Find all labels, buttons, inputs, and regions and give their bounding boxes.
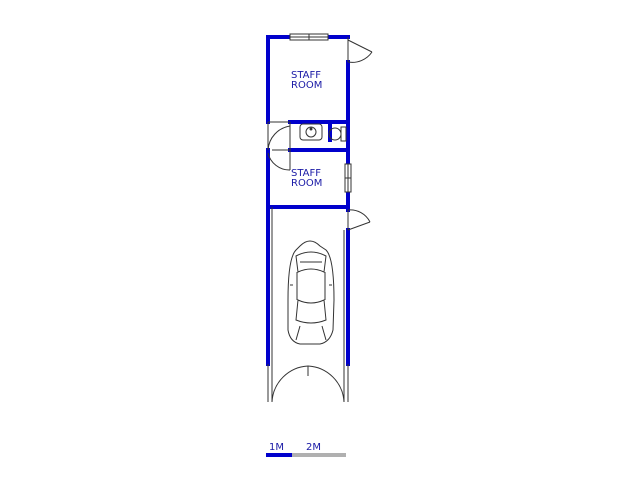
- door-staff-room-lower: [267, 149, 291, 171]
- walls: [266, 35, 350, 366]
- door-staff-room-top: [347, 37, 373, 63]
- door-garage-side: [347, 209, 371, 231]
- scale-bar: 1M 2M: [266, 442, 346, 457]
- car-icon: [287, 240, 335, 345]
- toilet-icon: [328, 126, 347, 142]
- window-top: [289, 33, 329, 41]
- room-label-staff-1-line1: STAFF: [291, 70, 321, 81]
- room-label-staff-1-line2: ROOM: [291, 80, 322, 91]
- scale-bar-segment-2: [292, 453, 346, 457]
- room-label-staff-2-line2: ROOM: [291, 178, 322, 189]
- garage-door: [267, 364, 349, 403]
- scale-label-1m: 1M: [269, 442, 284, 453]
- window-right: [344, 163, 352, 193]
- scale-label-2m: 2M: [306, 442, 321, 453]
- scale-bar-segment-1: [266, 453, 292, 457]
- room-label-staff-2-line1: STAFF: [291, 168, 321, 179]
- door-left-wc: [267, 121, 291, 151]
- basin-icon: [299, 123, 323, 141]
